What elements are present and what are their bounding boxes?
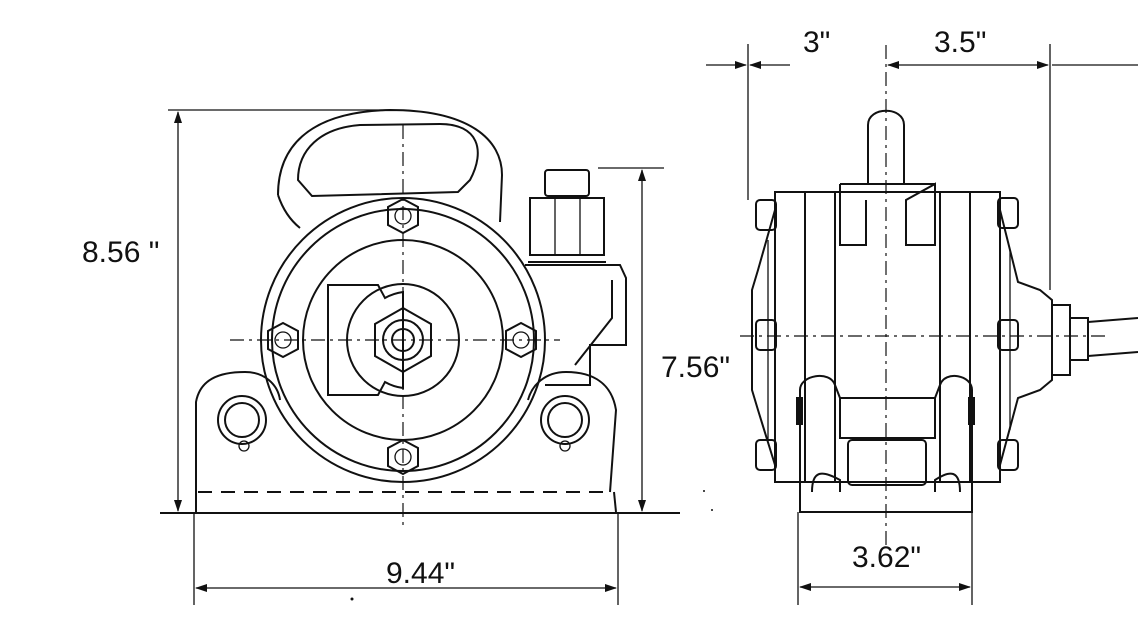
dimension-label-base-side: 3.62"	[852, 541, 921, 574]
dimension-label-height-side: 7.56"	[661, 351, 730, 384]
dimension-label-offset-right: 3.5"	[934, 26, 986, 59]
dimension-label-offset-left: 3"	[803, 26, 830, 59]
side-view	[706, 44, 1138, 605]
dimension-label-width-front: 9.44"	[386, 557, 455, 590]
front-view	[160, 108, 680, 605]
dimension-label-height-front: 8.56 "	[82, 236, 159, 269]
